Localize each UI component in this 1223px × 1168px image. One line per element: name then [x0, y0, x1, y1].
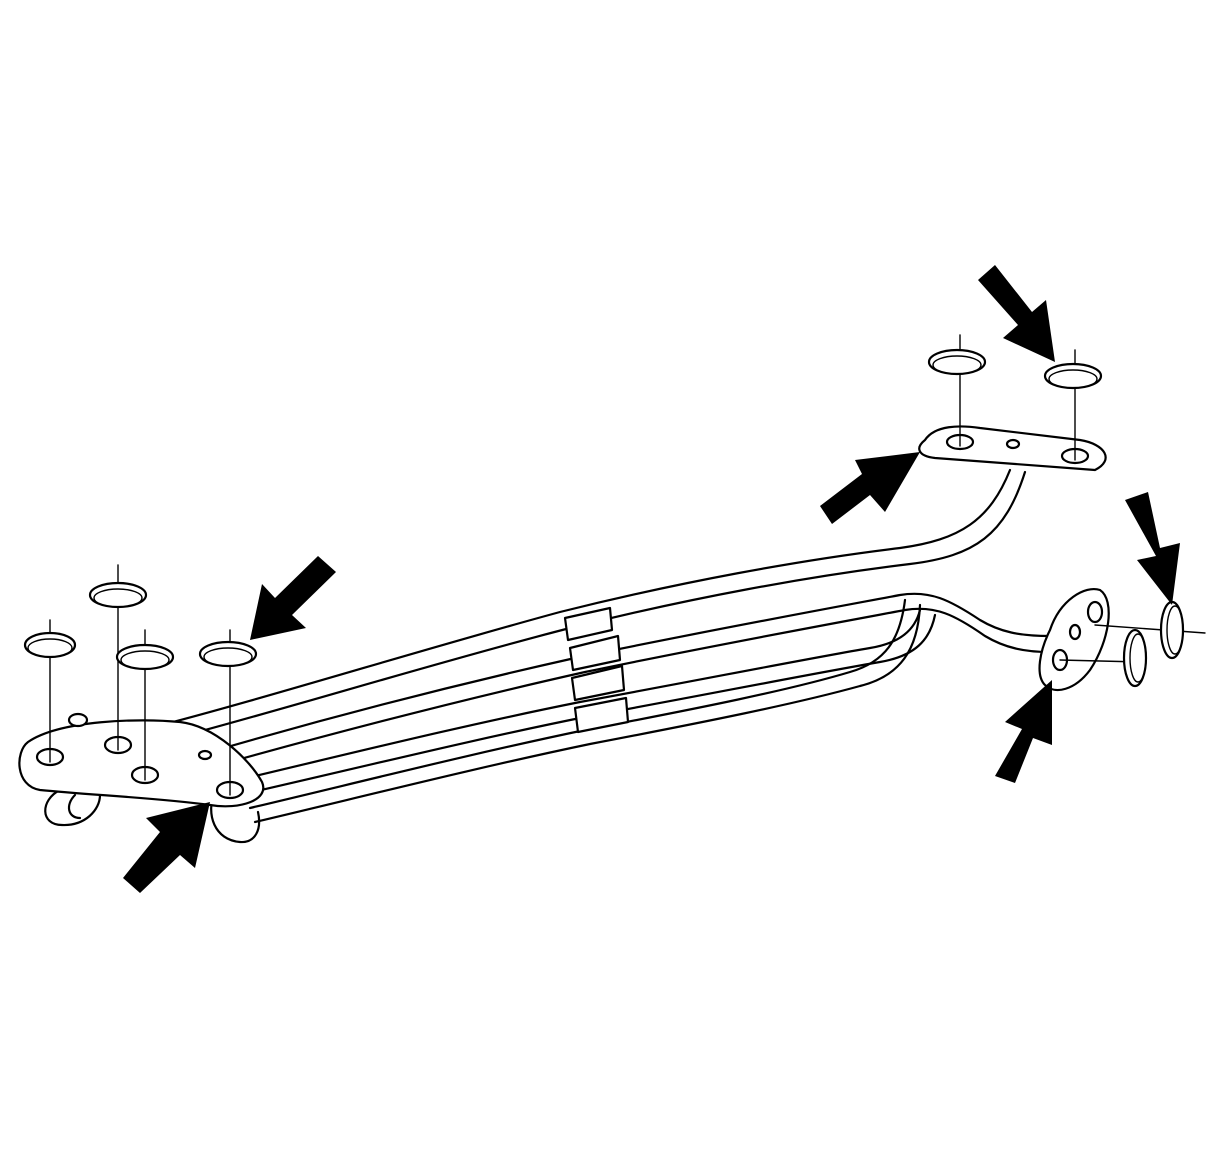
cooler-tube-1 [148, 468, 1012, 730]
left-mounting-flange [18, 712, 265, 808]
seal-ring-group [23, 334, 1206, 796]
callout-arrow-icon [995, 680, 1052, 783]
callout-arrow-icon [250, 556, 336, 640]
right-end-flange [1038, 587, 1110, 692]
cooler-tube-2 [208, 592, 1052, 754]
callout-arrow-icon [1125, 492, 1180, 605]
tube-clamp [563, 606, 630, 734]
callout-arrow-icon [978, 265, 1055, 362]
callout-arrow-icon [820, 452, 920, 524]
callout-arrow-icon [123, 802, 210, 893]
cooler-tube-bundle [44, 468, 1052, 844]
cooler-tube-3 [228, 608, 922, 784]
upper-right-bracket [918, 425, 1107, 472]
cooler-tube-4 [248, 598, 907, 810]
callout-arrows [123, 265, 1180, 893]
